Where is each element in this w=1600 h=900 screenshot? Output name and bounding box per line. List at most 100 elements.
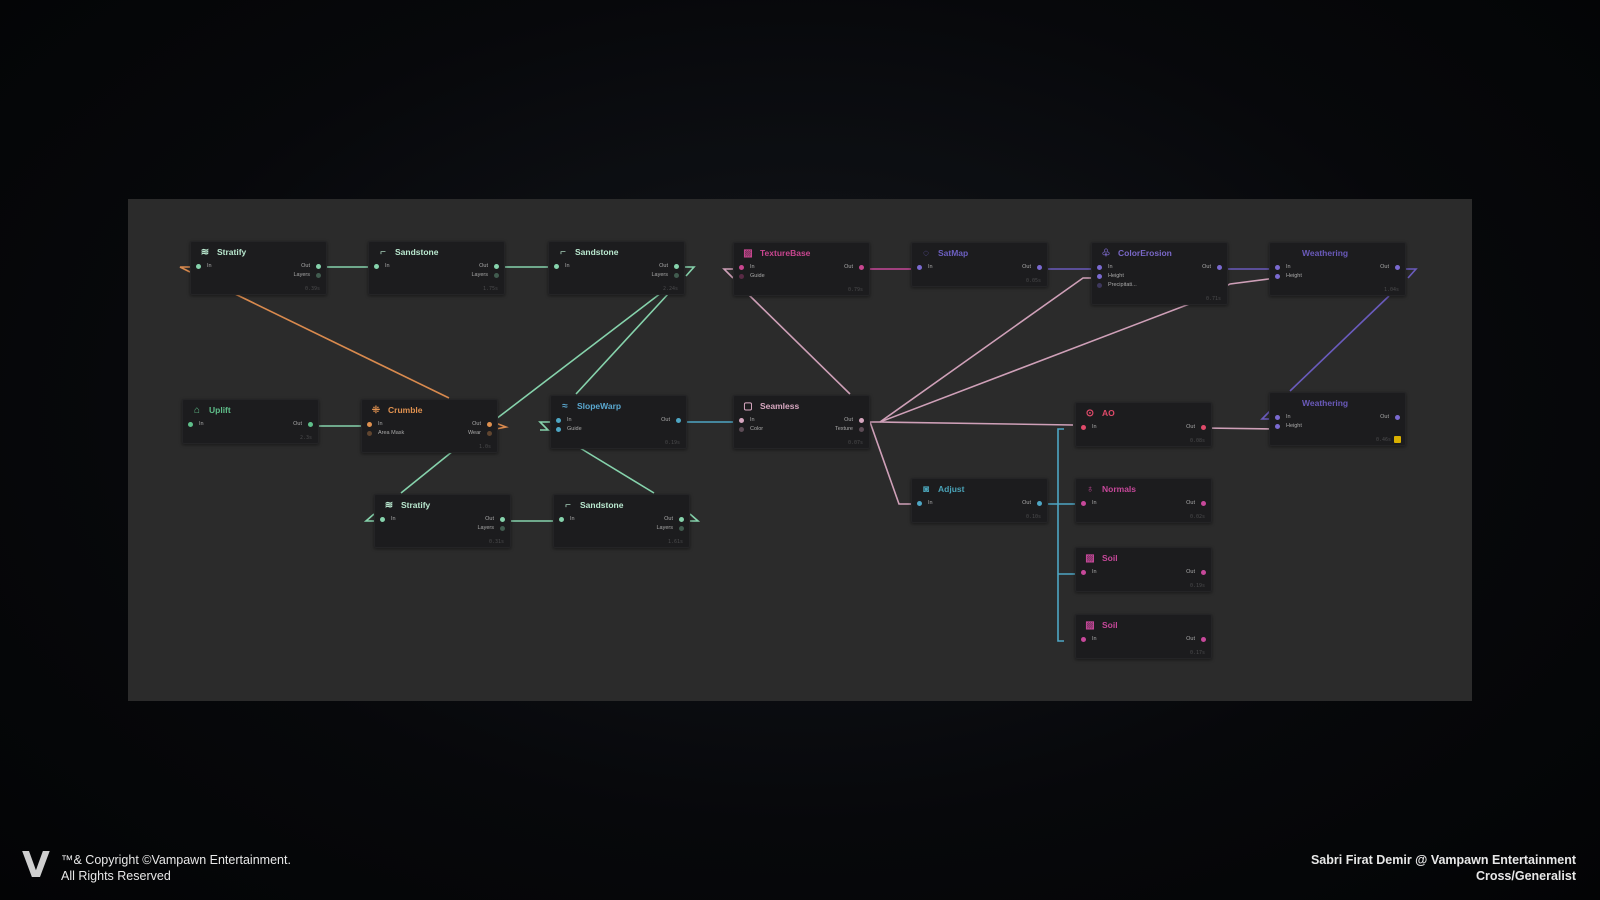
output-port[interactable] <box>487 430 492 436</box>
input-port[interactable] <box>1081 569 1086 575</box>
output-port[interactable] <box>316 272 321 278</box>
output-port[interactable] <box>679 516 684 522</box>
node-time: 0.19s <box>664 440 680 446</box>
warning-badge-icon[interactable] <box>1394 436 1401 443</box>
node-header[interactable]: ≋Stratify <box>191 242 326 262</box>
input-port[interactable] <box>1275 264 1280 270</box>
input-port[interactable] <box>374 263 379 269</box>
node-header[interactable]: ▨Soil <box>1076 615 1211 635</box>
input-port[interactable] <box>1097 264 1102 270</box>
node-header[interactable]: ⌐Sandstone <box>549 242 684 262</box>
output-port[interactable] <box>494 272 499 278</box>
input-port[interactable] <box>1081 500 1086 506</box>
adjust-icon: ◙ <box>922 483 930 495</box>
input-port[interactable] <box>559 516 564 522</box>
output-port[interactable] <box>859 426 864 432</box>
output-port[interactable] <box>308 421 313 427</box>
node-header[interactable]: ⌂Uplift <box>183 400 318 420</box>
node-header[interactable]: ◙ Adjust <box>912 479 1047 499</box>
node-header[interactable]: Weathering <box>1270 393 1405 413</box>
output-port[interactable] <box>500 525 505 531</box>
input-port[interactable] <box>1275 423 1280 429</box>
output-port[interactable] <box>487 421 492 427</box>
node-header[interactable]: ≈SlopeWarp <box>551 396 686 416</box>
node-header[interactable]: ⊙AO <box>1076 403 1211 423</box>
output-port[interactable] <box>1201 500 1206 506</box>
output-port[interactable] <box>679 525 684 531</box>
input-port[interactable] <box>1081 424 1086 430</box>
input-port[interactable] <box>188 421 193 427</box>
node-header[interactable]: Weathering <box>1270 243 1405 263</box>
input-port[interactable] <box>739 426 744 432</box>
input-port[interactable] <box>1081 636 1086 642</box>
output-port[interactable] <box>1201 636 1206 642</box>
node-header[interactable]: ♁Normals <box>1076 479 1211 499</box>
input-port[interactable] <box>556 426 561 432</box>
node-title: SatMap <box>938 248 969 258</box>
node-header[interactable]: ▢Seamless <box>734 396 869 416</box>
output-port[interactable] <box>1395 264 1400 270</box>
output-port[interactable] <box>316 263 321 269</box>
output-port[interactable] <box>676 417 681 423</box>
input-label: Color <box>750 426 764 432</box>
output-port[interactable] <box>500 516 505 522</box>
output-port[interactable] <box>859 417 864 423</box>
output-port[interactable] <box>494 263 499 269</box>
output-port[interactable] <box>1037 500 1042 506</box>
input-port[interactable] <box>917 500 922 506</box>
terrace-icon: ⌐ <box>565 499 571 511</box>
node-header[interactable]: ▨Soil <box>1076 548 1211 568</box>
node-header[interactable]: ▨TextureBase <box>734 243 869 263</box>
node-title: Adjust <box>938 484 965 494</box>
output-port[interactable] <box>674 272 679 278</box>
node-header[interactable]: ⌐Sandstone <box>554 495 689 515</box>
node-header[interactable]: ♧ColorErosion <box>1092 243 1227 263</box>
input-port[interactable] <box>554 263 559 269</box>
input-port[interactable] <box>739 264 744 270</box>
output-port[interactable] <box>859 264 864 270</box>
input-port[interactable] <box>1097 273 1102 279</box>
node-header[interactable]: ⌐Sandstone <box>369 242 504 262</box>
input-label: Precipitati... <box>1108 282 1137 288</box>
node-header[interactable]: ◌SatMap <box>912 243 1047 263</box>
input-port[interactable] <box>196 263 201 269</box>
output-port[interactable] <box>1217 264 1222 270</box>
input-port[interactable] <box>1275 273 1280 279</box>
input-port[interactable] <box>556 417 561 423</box>
input-port[interactable] <box>380 516 385 522</box>
node-header[interactable]: ⁜Crumble <box>362 400 497 420</box>
input-port[interactable] <box>917 264 922 270</box>
input-port[interactable] <box>367 430 372 436</box>
input-port[interactable] <box>739 273 744 279</box>
output-port[interactable] <box>1201 569 1206 575</box>
output-port[interactable] <box>1201 424 1206 430</box>
input-port[interactable] <box>1097 282 1102 288</box>
input-port[interactable] <box>739 417 744 423</box>
node-header[interactable]: ≋Stratify <box>375 495 510 515</box>
output-port[interactable] <box>674 263 679 269</box>
output-port[interactable] <box>1395 414 1400 420</box>
input-port[interactable] <box>367 421 372 427</box>
output-port[interactable] <box>1037 264 1042 270</box>
input-port[interactable] <box>1275 414 1280 420</box>
